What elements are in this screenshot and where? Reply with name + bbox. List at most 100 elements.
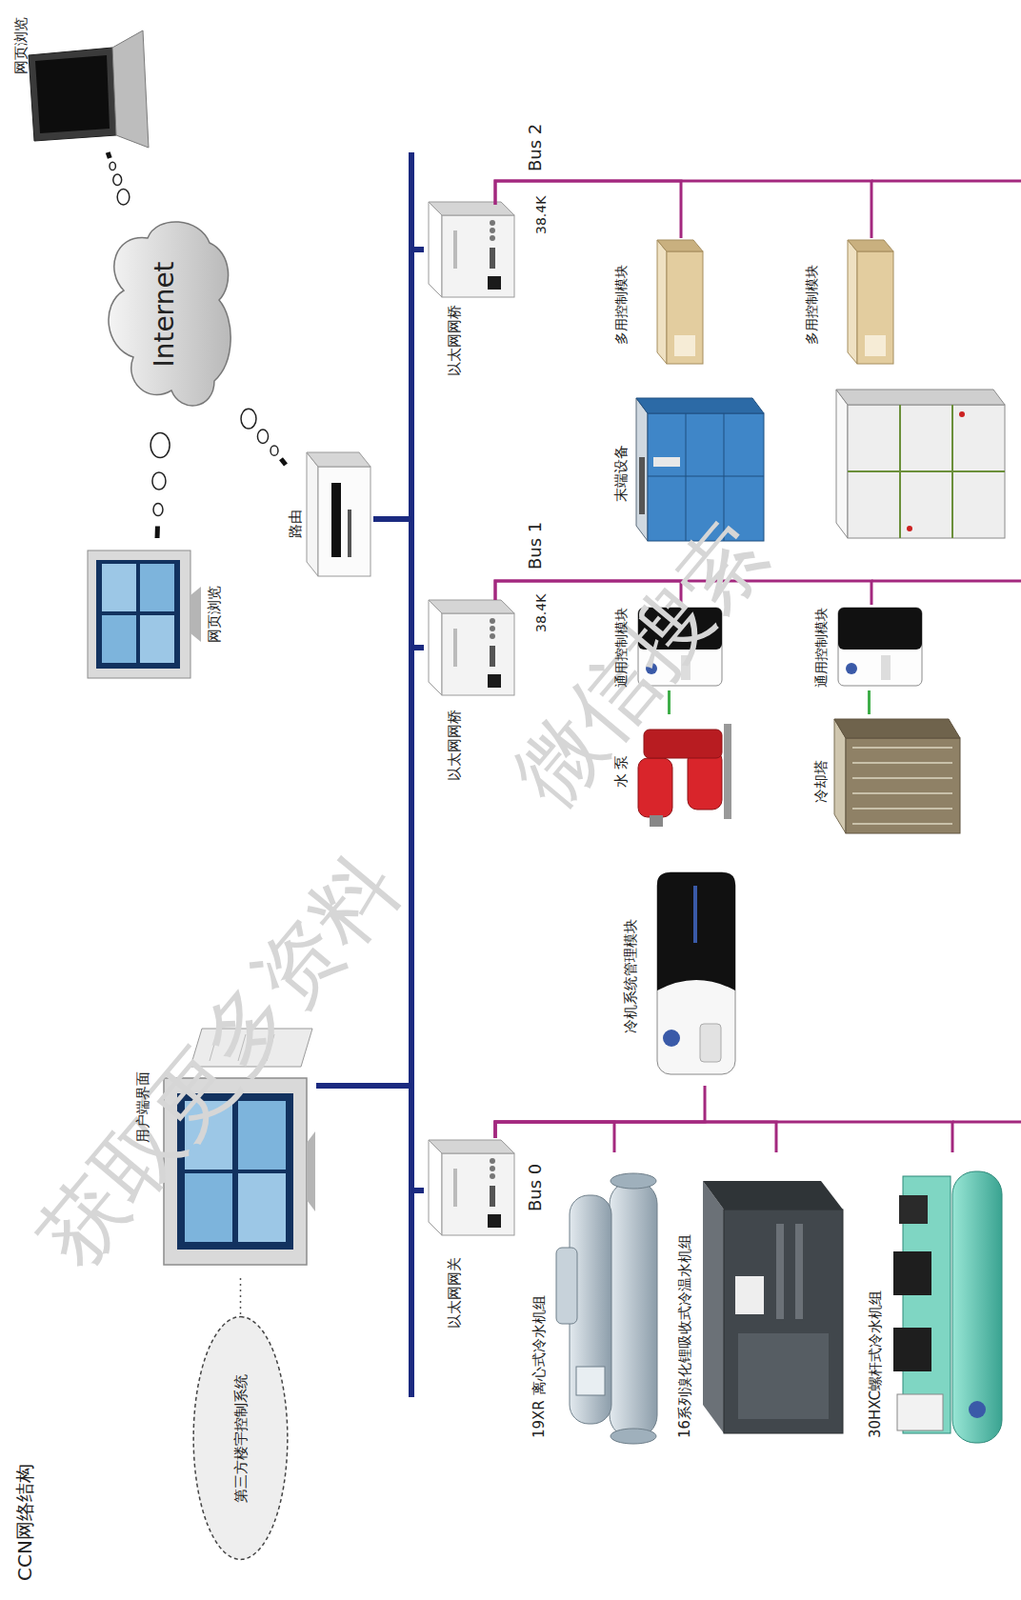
pump-picture (649, 815, 663, 827)
ethernet-device (428, 600, 442, 696)
bubble-connector (150, 433, 170, 540)
absorption-chiller-picture (738, 1333, 829, 1420)
ccn-bus-link (495, 1121, 615, 1153)
user-pc: 用户端界面 (133, 1019, 317, 1277)
terminal-unit-picture (636, 398, 764, 414)
ethernet-device (441, 1153, 515, 1236)
dotted-link (240, 1276, 242, 1315)
ethernet-device (428, 201, 515, 216)
bus-label: Bus 0 (524, 1163, 546, 1212)
ethernet-device (487, 276, 501, 290)
terminal-unit-picture (636, 398, 648, 541)
user-monitor (184, 1173, 233, 1242)
title-wrap: CCN网络结构 (13, 1463, 37, 1582)
bubble (257, 429, 268, 443)
air-handling-unit-picture (836, 389, 1005, 405)
pump-picture (643, 729, 722, 759)
node-label: 冷机系统管理模块 (621, 919, 640, 1034)
bus-line-extension (871, 180, 1021, 183)
ethernet-device (428, 600, 515, 614)
centrifugal-chiller-picture (610, 1173, 657, 1189)
router-box (318, 466, 371, 577)
centrifugal-chiller-picture (576, 1366, 605, 1396)
chiller-manager-picture (700, 1023, 721, 1062)
control-module-picture (838, 607, 922, 686)
node-label: 网页浏览 (205, 585, 223, 643)
ccn-bus-link (495, 1121, 953, 1153)
bubble (240, 408, 257, 429)
screw-chiller-picture (893, 1251, 932, 1296)
baud-rate-label: 38.4K (533, 594, 550, 633)
user-monitor (306, 1131, 316, 1212)
bubble-connector (240, 408, 286, 465)
ethernet-device (489, 1165, 496, 1172)
ethernet-device (489, 235, 496, 241)
general-control-module: 通用控制模块 (609, 604, 729, 691)
water-pump: 水 泵 (609, 714, 739, 829)
absorption-chiller-picture (776, 1223, 784, 1320)
laptop (35, 55, 110, 134)
chiller-manager-picture (693, 885, 698, 943)
diagram-title: CCN网络结构 (13, 1463, 37, 1582)
user-monitor (238, 1101, 286, 1170)
ethernet-gateway: 以太网网关 (423, 1138, 520, 1329)
ethernet-device (489, 618, 496, 624)
chiller-manager-picture (657, 872, 736, 1075)
ccn-bus-link (495, 1121, 777, 1153)
multi-module-picture (674, 335, 696, 357)
ethernet-bridge: 以太网网桥 (423, 204, 520, 377)
terminal-unit: 末端设备 (609, 395, 772, 548)
cooling-tower-picture (852, 807, 953, 810)
ethernet-device (428, 1140, 442, 1236)
bubble (113, 174, 122, 186)
bubble (152, 472, 166, 490)
centrifugal-chiller-picture (609, 1181, 658, 1439)
router-box (306, 452, 319, 577)
bubble (153, 503, 163, 517)
multi-module-picture (657, 240, 703, 364)
web-monitor (140, 563, 175, 612)
cooling-tower-picture (852, 747, 953, 824)
node-label: 第三方楼宇控制系统 (232, 1374, 250, 1503)
node-label: 以太网网关 (445, 1257, 463, 1329)
multi-module-picture (657, 240, 667, 364)
node-label: 通用控制模块 (813, 607, 830, 688)
router-box (331, 482, 341, 558)
multi-module-picture (666, 251, 703, 364)
screw-chiller-picture (897, 1394, 943, 1431)
cooling-tower-picture (834, 719, 961, 739)
terminal-unit-picture (653, 457, 681, 467)
bus-label: Bus 2 (524, 123, 546, 172)
ethernet-device (487, 674, 501, 688)
pump-picture (638, 758, 673, 818)
label-wrap: Bus 1 (524, 521, 546, 570)
label-wrap: Bus 0 (524, 1163, 546, 1212)
air-handling-unit-picture (959, 411, 965, 418)
node-label: 路由 (286, 509, 304, 539)
web-monitor (96, 560, 181, 669)
ethernet-device (428, 1140, 515, 1154)
label-wrap: 38.4K (531, 196, 550, 235)
chiller-system-manager: 冷机系统管理模块 (619, 866, 748, 1086)
node-label: 用户端界面 (134, 1071, 152, 1143)
web-monitor (140, 615, 175, 663)
bus-label: Bus 1 (524, 521, 546, 570)
multi-purpose-control-module: 多用控制模块 (609, 238, 734, 372)
terminal-unit-picture (639, 457, 645, 515)
multi-module-picture (864, 335, 886, 357)
node-label: 以太网网桥 (445, 304, 463, 377)
screw-chiller: 30HXC螺杆式冷水机组 (861, 1152, 1015, 1467)
router-box (347, 509, 352, 558)
multi-module-picture (847, 240, 894, 252)
ethernet-device (489, 220, 496, 226)
bubble-connector (107, 152, 130, 205)
node-label: 19XR 离心式冷水机组 (530, 1295, 548, 1439)
bubble (270, 445, 279, 456)
screw-chiller-picture (893, 1171, 1002, 1443)
chiller-manager-picture (662, 1029, 681, 1047)
ethernet-device (453, 1168, 458, 1207)
air-handling-unit-picture (906, 525, 913, 532)
ethernet-device (441, 215, 515, 298)
multi-module-picture (857, 251, 894, 364)
